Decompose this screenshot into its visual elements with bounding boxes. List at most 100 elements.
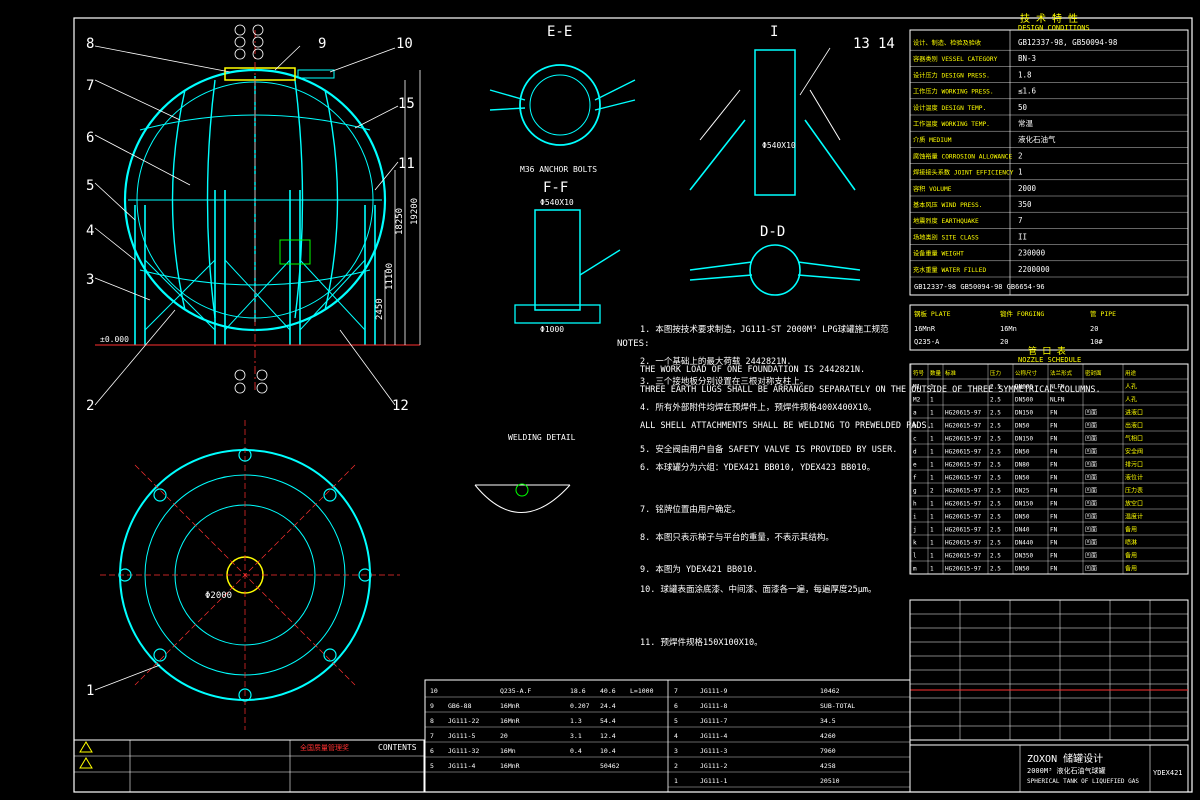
parts-cell: JG111-4 xyxy=(448,762,475,770)
dd-pipe-dim: Φ540X10 xyxy=(762,141,796,150)
notes-label: NOTES: xyxy=(617,339,650,349)
nozzle-cell: 凹面 xyxy=(1085,540,1097,547)
spec-row-value: II xyxy=(1018,232,1027,241)
spec-row-value: 常温 xyxy=(1018,119,1034,128)
parts-right-cell: 20510 xyxy=(820,777,840,785)
nozzle-cell: FN xyxy=(1050,410,1058,417)
part-label-1: 1 xyxy=(86,683,94,699)
nozzle-cell: 2 xyxy=(930,488,934,495)
nozzle-cell: 1 xyxy=(930,540,934,547)
company-name: ZOXON 储罐设计 xyxy=(1027,752,1103,765)
nozzle-cell: HG20615-97 xyxy=(945,410,982,417)
revision-grid xyxy=(909,599,1189,741)
part-label-15: 15 xyxy=(398,96,415,112)
parts-cell: 3.1 xyxy=(570,732,582,740)
view-title-ee: E-E xyxy=(547,24,572,40)
note-2b: THREE EARTH LUGS SHALL BE ARRANGED SEPAR… xyxy=(640,385,1101,395)
nozzle-cell: DN50 xyxy=(1015,475,1030,482)
nozzle-cell: 凹面 xyxy=(1085,449,1097,456)
part-label-6: 6 xyxy=(86,130,94,146)
nozzle-cell: 1 xyxy=(930,527,934,534)
nozzle-cell: 人孔 xyxy=(1125,396,1137,404)
part-label-5: 5 xyxy=(86,178,94,194)
parts-cell: 16Mn xyxy=(500,747,516,755)
nozzle-cell: 1 xyxy=(930,501,934,508)
nozzle-cell: HG20615-97 xyxy=(945,553,982,560)
part-label-14: 14 xyxy=(878,36,895,52)
welding-detail: WELDING DETAIL xyxy=(474,433,576,513)
view-i: I Φ540X10 13 14 xyxy=(689,24,895,196)
plan-diameter: Φ2000 xyxy=(205,591,232,601)
nozzle-cell: 2.5 xyxy=(990,553,1001,560)
parts-cell: L=1000 xyxy=(630,687,654,695)
top-platform xyxy=(224,67,296,81)
nozzle-cell: 凹面 xyxy=(1085,566,1097,573)
spec-row-value: 液化石油气 xyxy=(1018,134,1056,144)
note-1b: THE WORK LOAD OF ONE FOUNDATION IS 24428… xyxy=(640,365,865,375)
nozzle-cell: HG20615-97 xyxy=(945,566,982,573)
nozzle-header: 符号 xyxy=(913,369,925,377)
plan-radial-lines xyxy=(100,420,400,730)
parts-right-cell: JG111-8 xyxy=(700,702,727,710)
spec-row-label: 设备重量 WEIGHT xyxy=(913,250,964,258)
parts-cell: 40.6 xyxy=(600,687,616,695)
nozzle-cell: 凹面 xyxy=(1085,488,1097,495)
part-leader-13 xyxy=(799,47,831,96)
spec-row-label: 工作压力 WORKING PRESS. xyxy=(913,88,994,96)
nozzle-cell: m xyxy=(913,566,917,573)
spec-row-value: 1 xyxy=(1018,168,1023,177)
nozzle-cell: NLFN xyxy=(1050,397,1065,404)
parts-cell: 18.6 xyxy=(570,687,586,695)
dim-2450: 2450 xyxy=(375,298,385,320)
ff-brace xyxy=(579,249,621,276)
note-11: 11. 预焊件规格150X100X10。 xyxy=(640,637,763,648)
nozzle-cell: HG20615-97 xyxy=(945,540,982,547)
nozzle-cell: HG20615-97 xyxy=(945,488,982,495)
note-7: 7. 铭牌位置由用户确定。 xyxy=(640,504,740,515)
parts-right-cell: 10462 xyxy=(820,687,840,695)
nozzle-cell: 1 xyxy=(930,436,934,443)
nozzle-cell: 凹面 xyxy=(1085,423,1097,430)
parts-right-cell: JG111-1 xyxy=(700,777,727,785)
ee-braces xyxy=(489,79,636,111)
parts-cell: 6 xyxy=(430,747,434,755)
nozzle-cell: FN xyxy=(1050,475,1058,482)
contents-block: 全国质量管理奖 CONTENTS xyxy=(73,739,425,793)
nozzle-cell: DN150 xyxy=(1015,436,1033,443)
note-6: 6. 本球罐分为六组：YDEX421 BB010, YDEX423 BB010。 xyxy=(640,462,875,473)
dim-19200: 19200 xyxy=(410,198,420,225)
red-stamp-text: 全国质量管理奖 xyxy=(300,743,349,752)
nozzle-cell: 凹面 xyxy=(1085,527,1097,534)
nozzle-cell: M1 xyxy=(913,384,921,391)
part-label-3: 3 xyxy=(86,272,94,288)
nozzle-cell: 备用 xyxy=(1125,552,1137,560)
nozzle-cell: FN xyxy=(1050,501,1058,508)
nozzle-cell: DN150 xyxy=(1015,410,1033,417)
note-4b: ALL SHELL ATTACHMENTS SHALL BE WELDING T… xyxy=(640,421,932,431)
nozzle-cell: 2.5 xyxy=(990,449,1001,456)
parts-right-cell: 5 xyxy=(674,717,678,725)
spec-row-value: 7 xyxy=(1018,216,1023,225)
nozzle-cell: 凹面 xyxy=(1085,410,1097,417)
nozzle-cell: DN50 xyxy=(1015,449,1030,456)
part-label-4: 4 xyxy=(86,223,94,239)
plan-column-feet xyxy=(118,448,372,702)
nozzle-cell: DN50 xyxy=(1015,514,1030,521)
nozzle-cell: 1 xyxy=(930,566,934,573)
weld-arc xyxy=(474,484,571,513)
nozzle-cell: 压力表 xyxy=(1125,487,1143,495)
nozzle-cell: 1 xyxy=(930,384,934,391)
spec-row-label: 介质 MEDIUM xyxy=(913,136,952,144)
parts-right-cell: 3 xyxy=(674,747,678,755)
nozzle-cell: 凹面 xyxy=(1085,436,1097,443)
nozzle-schedule: 管 口 表 NOZZLE SCHEDULE 符号数量标准压力公称尺寸法兰形式密封… xyxy=(909,345,1189,575)
materials-cell: 20 xyxy=(1090,325,1098,333)
nozzle-cell: DN350 xyxy=(1015,553,1033,560)
nozzle-cell: HG20615-97 xyxy=(945,475,982,482)
nozzle-cell: DN50 xyxy=(1015,423,1030,430)
spec-row-value: 230000 xyxy=(1018,249,1046,258)
spec-subtitle: DESIGN CONDITIONS xyxy=(1018,24,1090,32)
